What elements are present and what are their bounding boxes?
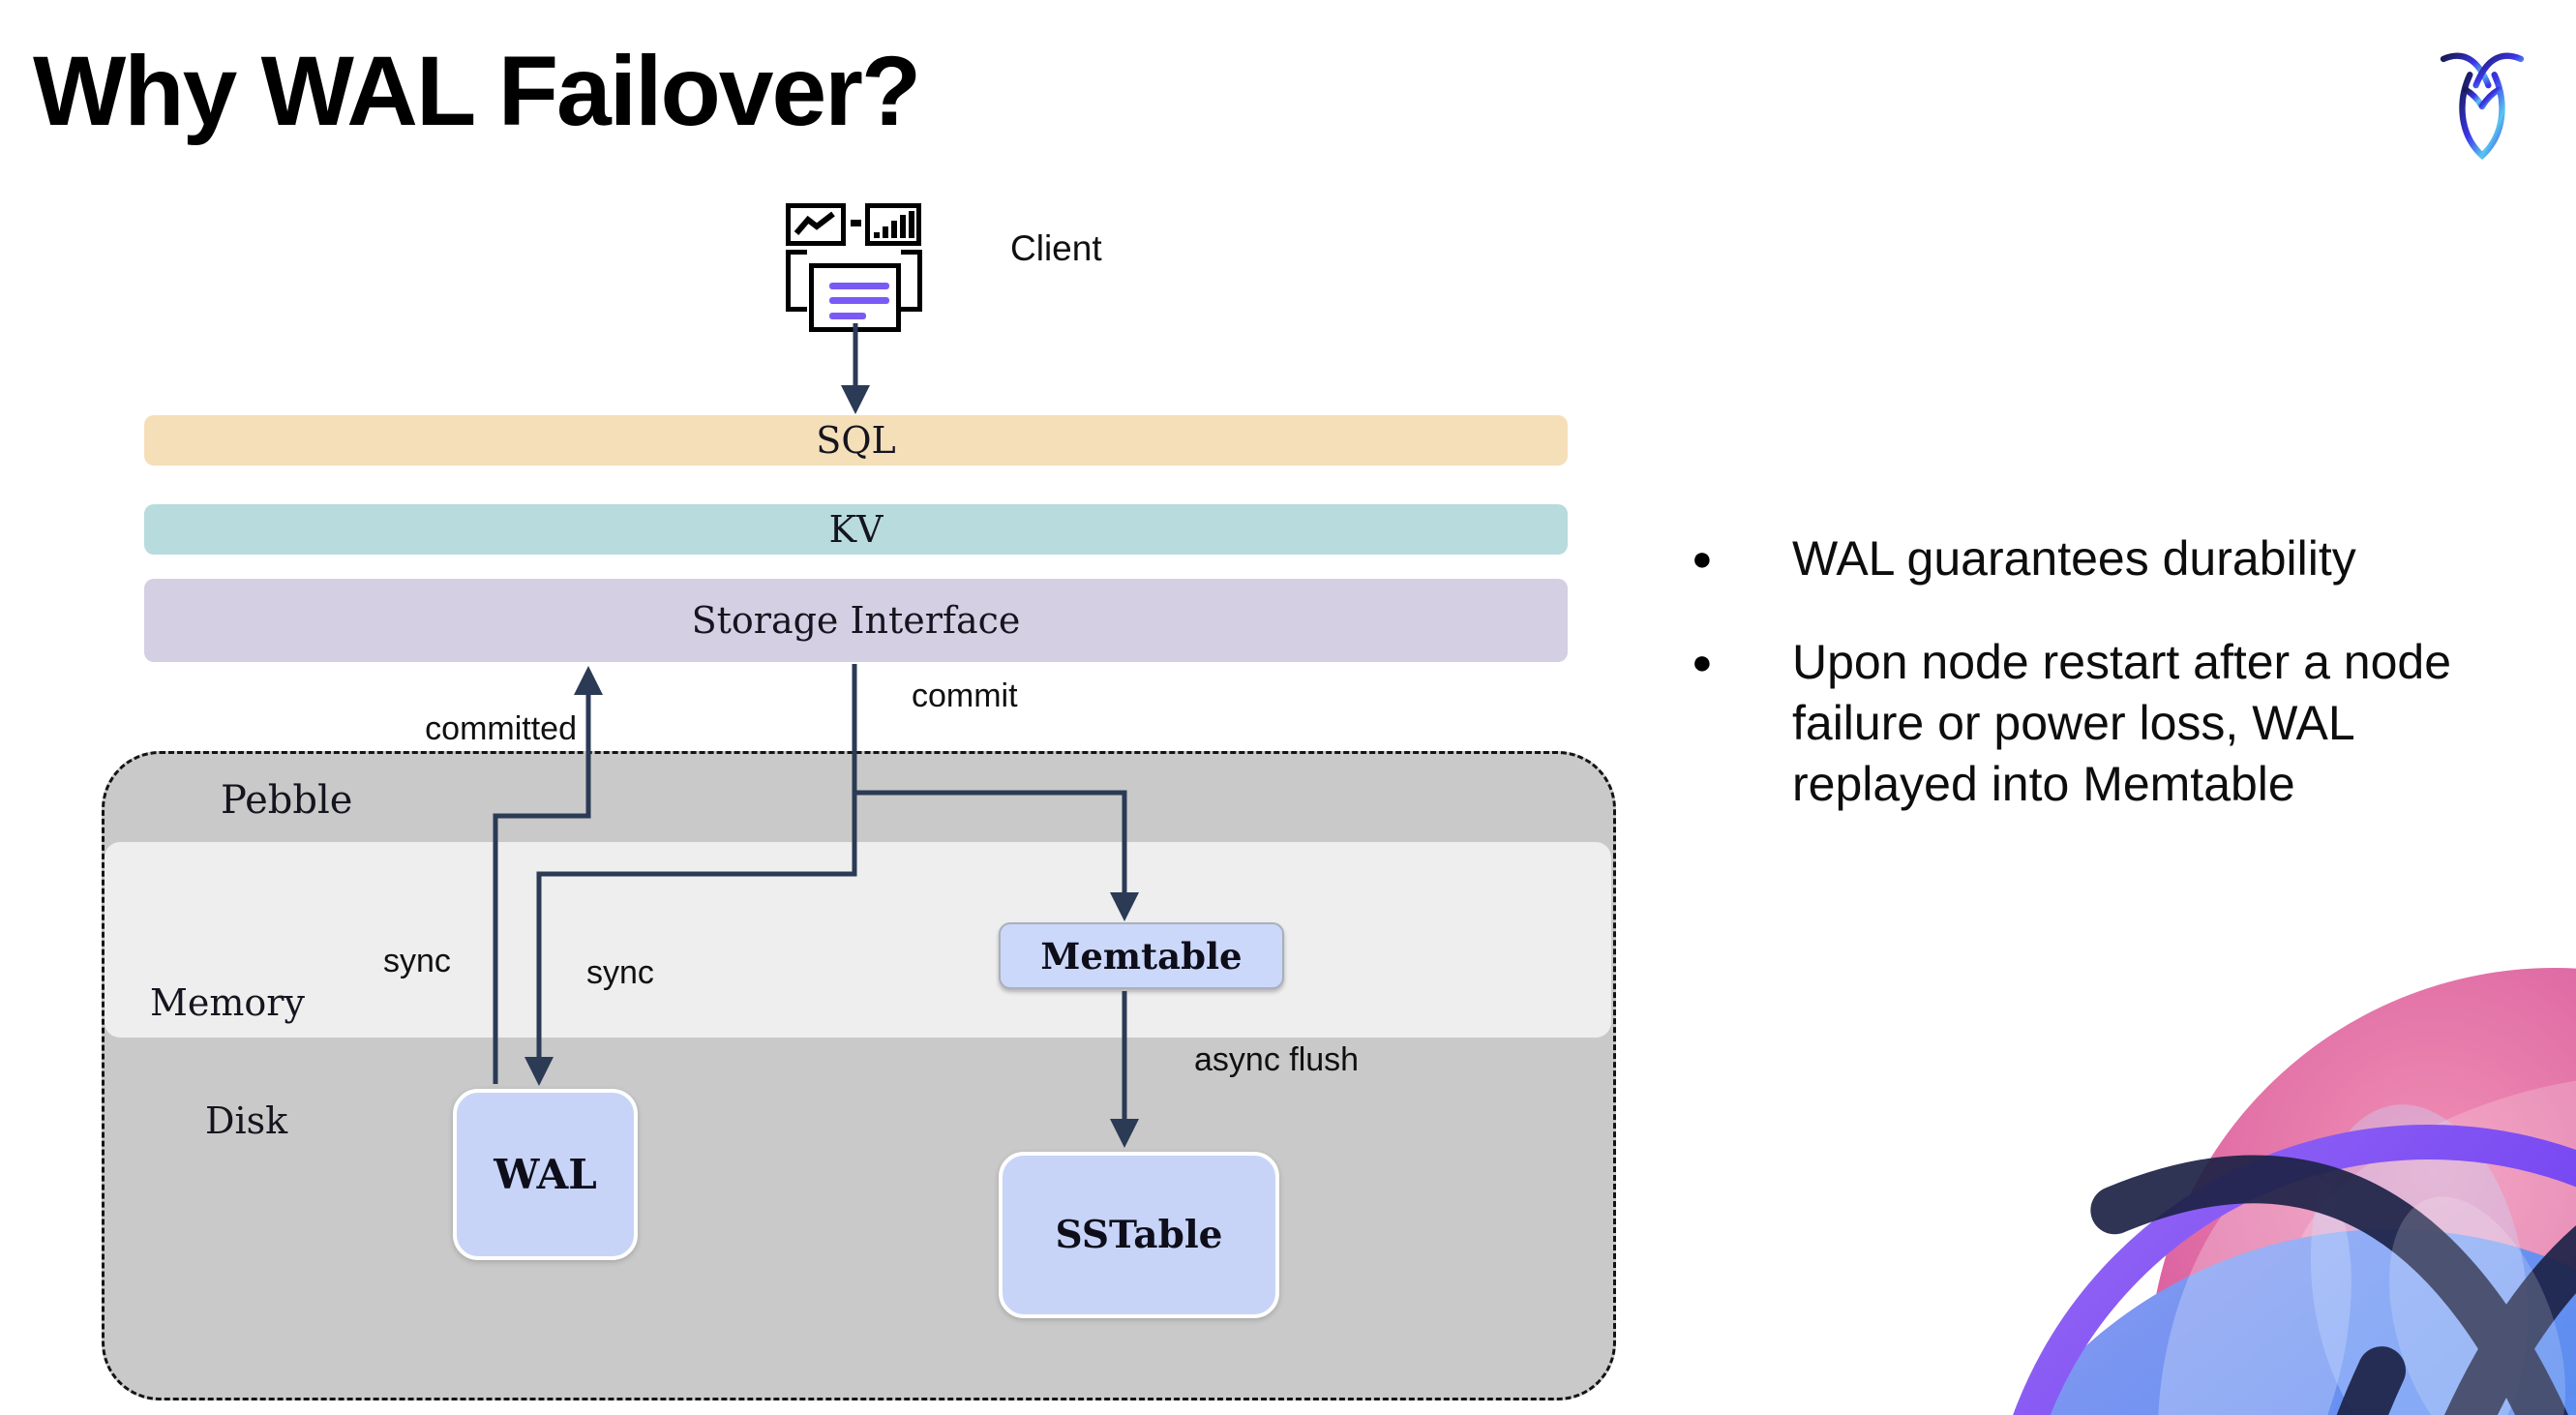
memory-band	[105, 842, 1611, 1038]
bar-chart-icon	[865, 203, 921, 246]
page-title: Why WAL Failover?	[33, 36, 921, 146]
list-item: ● WAL guarantees durability	[1692, 528, 2495, 589]
bullet-dot: ●	[1692, 538, 1713, 578]
layer-bar-sql: SQL	[144, 415, 1568, 466]
client-label: Client	[1010, 228, 1102, 268]
bullet-text: WAL guarantees durability	[1792, 531, 2356, 586]
sstable-node: SSTable	[999, 1152, 1279, 1318]
bullet-dot: ●	[1692, 642, 1713, 681]
bracket-right-icon	[901, 250, 922, 312]
disk-label: Disk	[205, 1099, 288, 1142]
memtable-node: Memtable	[999, 922, 1284, 989]
commit-label: commit	[912, 677, 1018, 714]
committed-label: committed	[425, 710, 577, 747]
bullet-list: ● WAL guarantees durability ● Upon node …	[1692, 528, 2495, 858]
cockroachdb-logo-icon	[2440, 52, 2525, 161]
bullet-text: Upon node restart after a node failure o…	[1792, 635, 2452, 811]
bracket-left-icon	[786, 250, 807, 312]
brand-corner-art	[2013, 968, 2576, 1415]
document-icon	[809, 263, 901, 332]
line-chart-icon	[786, 203, 846, 246]
memory-label: Memory	[150, 981, 305, 1024]
async-flush-label: async flush	[1194, 1041, 1360, 1078]
sync-label-left: sync	[383, 943, 451, 979]
layer-bar-kv: KV	[144, 504, 1568, 555]
pebble-label: Pebble	[221, 778, 353, 823]
layer-bar-storage-interface: Storage Interface	[144, 579, 1568, 662]
wal-node: WAL	[453, 1089, 638, 1260]
list-item: ● Upon node restart after a node failure…	[1692, 632, 2495, 815]
sync-label-right: sync	[586, 954, 654, 991]
connector-dash	[851, 220, 861, 226]
